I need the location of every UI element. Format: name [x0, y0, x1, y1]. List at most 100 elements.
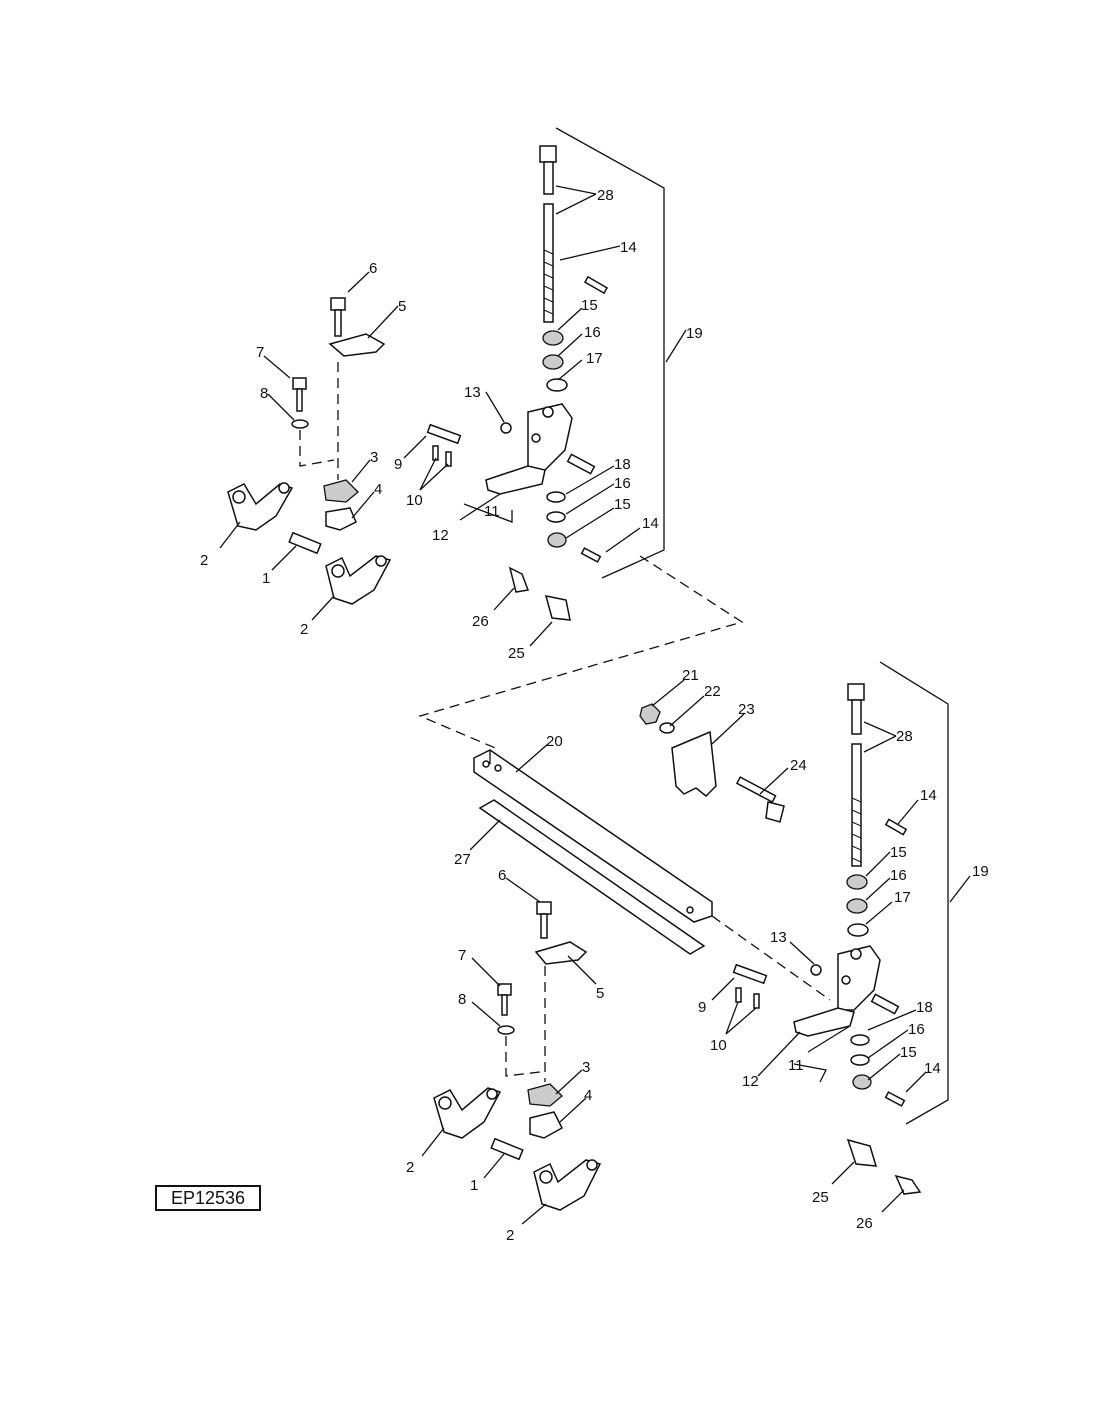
callout-7: 7 [458, 947, 466, 964]
screw-part-13 [500, 422, 512, 434]
pin-part-18-lower [870, 993, 900, 1015]
washer-part-16b-lower [546, 511, 566, 523]
callout-10: 10 [406, 492, 423, 509]
callout-5: 5 [398, 298, 406, 315]
bolt-part-7 [292, 377, 307, 412]
callout-15: 15 [890, 844, 907, 861]
set-screw-part-14-bottom [884, 1091, 906, 1107]
spacer-part-17-lower [847, 923, 869, 937]
top-assembly: 28 14 6 5 19 15 16 7 17 8 13 9 3 18 16 1… [200, 127, 744, 751]
bolt-part-7-lower [497, 983, 512, 1016]
callout-12: 12 [742, 1073, 759, 1090]
callout-15b: 15 [614, 496, 631, 513]
shaft-part-1-lower [490, 1137, 524, 1161]
callout-25: 25 [508, 645, 525, 662]
washer-part-8-lower [497, 1025, 515, 1035]
callout-2b: 2 [506, 1227, 514, 1244]
callout-9: 9 [394, 456, 402, 473]
pin-part-18 [566, 453, 596, 475]
callout-7: 7 [256, 344, 264, 361]
connector-dashed-line [418, 555, 744, 751]
callout-9: 9 [698, 999, 706, 1016]
callout-24: 24 [790, 757, 807, 774]
callout-6: 6 [498, 867, 506, 884]
nut-part-15 [542, 330, 564, 346]
callout-16b: 16 [614, 475, 631, 492]
washer-part-16b-bottom [850, 1054, 870, 1066]
callout-16: 16 [584, 324, 601, 341]
bolt-part-6 [330, 297, 346, 337]
callout-8: 8 [458, 991, 466, 1008]
shaft-part-1 [288, 531, 322, 555]
callout-25: 25 [812, 1189, 829, 1206]
grease-fitting-part-26 [508, 566, 530, 593]
callout-2: 2 [406, 1159, 414, 1176]
callout-21: 21 [682, 667, 699, 684]
block-part-3-lower [527, 1083, 563, 1107]
callout-12: 12 [432, 527, 449, 544]
pin-part-9-lower [732, 963, 768, 985]
washer-part-16-bottom [850, 1034, 870, 1046]
figure-id-label: EP12536 [155, 1185, 261, 1211]
callout-3: 3 [370, 449, 378, 466]
spacer-part-17 [546, 378, 568, 392]
callout-5: 5 [596, 985, 604, 1002]
callout-19: 19 [972, 863, 989, 880]
bottom-leader-lines [421, 679, 971, 1225]
nut-part-15-upper [846, 874, 868, 890]
callout-6: 6 [369, 260, 377, 277]
callout-17: 17 [894, 889, 911, 906]
callout-13: 13 [464, 384, 481, 401]
bottom-assembly: 21 22 23 28 20 24 14 15 19 27 16 6 17 13… [406, 661, 989, 1244]
pivot-bracket-part-12-lower [793, 945, 881, 1037]
set-screw-part-14 [583, 275, 609, 295]
pivot-bracket-part-12 [485, 403, 573, 495]
callout-18: 18 [916, 999, 933, 1016]
callout-14b: 14 [924, 1060, 941, 1077]
spring-pin-part-10a-lower [735, 987, 742, 1003]
bolt-part-6-lower [536, 901, 552, 939]
washer-part-8 [291, 419, 309, 429]
callout-3: 3 [582, 1059, 590, 1076]
callout-27: 27 [454, 851, 471, 868]
callout-8: 8 [260, 385, 268, 402]
spring-pin-part-10b-lower [753, 993, 760, 1009]
bar-dashed-line [711, 915, 831, 1001]
bolt-7-dashed-line [299, 430, 335, 467]
bolt-part-24 [735, 776, 785, 823]
set-screw-part-14-lower [580, 547, 602, 563]
callout-11: 11 [788, 1057, 804, 1074]
callout-26: 26 [472, 613, 489, 630]
callout-28: 28 [896, 728, 913, 745]
clamp-part-5-lower [534, 941, 588, 965]
callout-20: 20 [546, 733, 563, 750]
callout-13: 13 [770, 929, 787, 946]
callout-17: 17 [586, 350, 603, 367]
callout-11: 11 [484, 503, 500, 520]
top-leader-lines [219, 185, 687, 647]
callout-14: 14 [620, 239, 637, 256]
callout-4: 4 [584, 1087, 592, 1104]
clamp-part-4 [325, 507, 357, 531]
set-screw-part-14-upper [884, 818, 908, 836]
long-bolt-part-28-lower [847, 683, 865, 867]
callout-26: 26 [856, 1215, 873, 1232]
washer-part-16-upper [846, 898, 868, 914]
block-part-3 [323, 479, 359, 503]
callout-18: 18 [614, 456, 631, 473]
callout-23: 23 [738, 701, 755, 718]
callout-16: 16 [890, 867, 907, 884]
nut-part-15-lower [547, 532, 567, 548]
callout-2: 2 [200, 552, 208, 569]
bolt-7-dashed-line-lower [505, 1036, 541, 1077]
clamp-part-4-lower [529, 1111, 563, 1139]
callout-22: 22 [704, 683, 721, 700]
callout-14b: 14 [642, 515, 659, 532]
screw-part-13-lower [810, 964, 822, 976]
washer-part-16-lower [546, 491, 566, 503]
callout-28: 28 [597, 187, 614, 204]
bracket-line-19-lower [879, 661, 949, 1125]
pin-part-9 [426, 423, 462, 445]
callout-16b: 16 [908, 1021, 925, 1038]
